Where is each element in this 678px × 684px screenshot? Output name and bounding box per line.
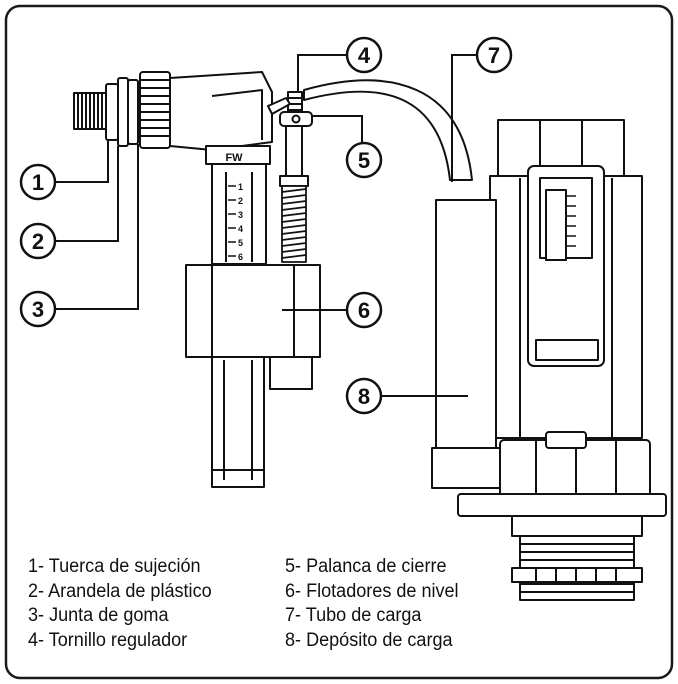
svg-text:1: 1 <box>238 182 243 192</box>
legend-item-3: 3- Junta de goma <box>28 605 169 626</box>
gauge-numbers: 1 2 3 4 5 6 <box>238 182 243 262</box>
knurled-ring <box>139 71 171 149</box>
threaded-inlet <box>73 92 109 130</box>
svg-text:8: 8 <box>358 384 370 409</box>
callout-6: 6 <box>345 291 383 329</box>
spring <box>281 185 307 263</box>
callout-5: 5 <box>345 141 383 179</box>
legend-item-6: 6- Flotadores de nivel <box>285 580 459 602</box>
callout-4: 4 <box>345 36 383 74</box>
svg-text:4: 4 <box>238 224 243 234</box>
gauge-ticks <box>228 185 236 257</box>
valve-body <box>169 71 273 151</box>
svg-text:4: 4 <box>358 43 371 68</box>
legend-item-2: 2- Arandela de plástico <box>28 580 212 602</box>
loading-tank <box>435 199 497 453</box>
svg-text:6: 6 <box>358 298 370 323</box>
svg-text:7: 7 <box>488 43 500 68</box>
legend-item-4: 4- Tornillo regulador <box>28 629 188 651</box>
legend-item-8: 8- Depósito de carga <box>285 629 453 651</box>
rubber-gasket <box>127 79 139 145</box>
legend-item-5: 5- Palanca de cierre <box>285 556 447 577</box>
legend-item-1: 1- Tuerca de sujeción <box>28 556 201 577</box>
callout-3: 3 <box>19 290 57 328</box>
retaining-nut <box>105 83 119 141</box>
callout-1: 1 <box>19 163 57 201</box>
closing-lever <box>267 97 313 127</box>
legend-right: 5- Palanca de cierre 6- Flotadores de ni… <box>285 555 459 653</box>
valve-mark: FW <box>225 152 243 164</box>
svg-text:5: 5 <box>358 148 370 173</box>
svg-text:2: 2 <box>238 196 243 206</box>
legend-left: 1- Tuerca de sujeción 2- Arandela de plá… <box>28 555 212 653</box>
svg-text:3: 3 <box>32 297 44 322</box>
plastic-washer <box>117 77 129 147</box>
callout-7: 7 <box>475 36 513 74</box>
svg-text:3: 3 <box>238 210 243 220</box>
svg-text:2: 2 <box>32 229 44 254</box>
fill-valve: FW 1 2 3 4 5 6 <box>73 71 321 488</box>
fill-tube <box>303 79 473 181</box>
callout-8: 8 <box>345 377 383 415</box>
callout-2: 2 <box>19 222 57 260</box>
svg-text:1: 1 <box>32 170 44 195</box>
svg-text:5: 5 <box>238 238 243 248</box>
svg-text:6: 6 <box>238 252 243 262</box>
threaded-base <box>511 515 643 601</box>
legend-item-7: 7- Tubo de carga <box>285 605 422 626</box>
lower-stem <box>211 356 265 488</box>
flush-valve <box>431 119 667 601</box>
